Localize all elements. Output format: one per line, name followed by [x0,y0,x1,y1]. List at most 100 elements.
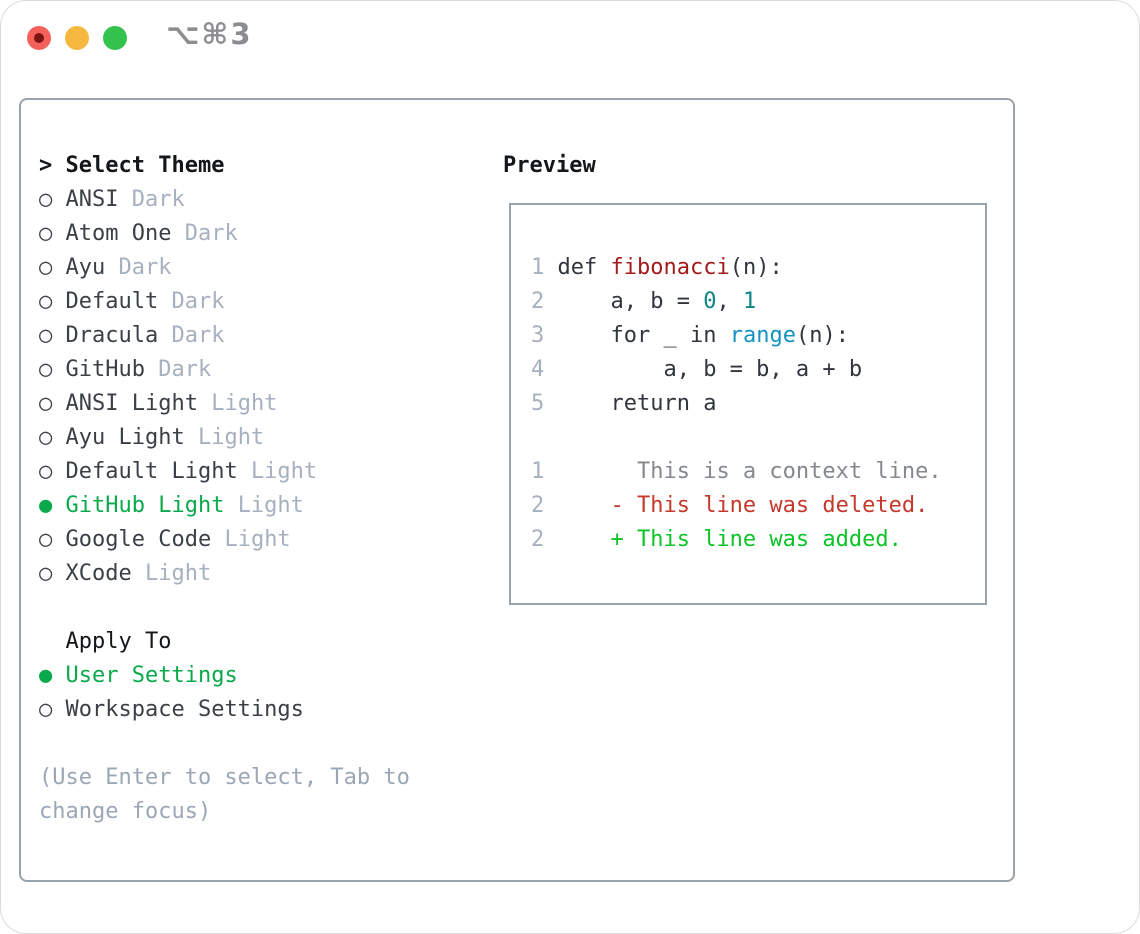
code-token: a, b = [557,289,704,314]
radio-icon: ● [39,493,66,518]
theme-list: ○ ANSI Dark○ Atom One Dark○ Ayu Dark○ De… [39,183,410,591]
apply-to-list: ● User Settings○ Workspace Settings [39,659,410,727]
window-title: ⌥⌘3 [166,17,253,51]
variant-tag: Dark [158,357,212,382]
theme-option[interactable]: ● GitHub Light Light [39,489,410,523]
variant-tag: Light [211,391,278,416]
theme-option[interactable]: ○ Dracula Dark [39,319,410,353]
code-token: (n): [795,323,849,348]
radio-icon: ○ [39,561,66,586]
diff-preview-block: 1 This is a context line.2 - This line w… [531,455,985,557]
radio-icon: ○ [39,357,66,382]
theme-menu-heading: > Select Theme [39,149,410,183]
apply-to-option-label: User Settings [65,663,238,688]
line-number: 5 [531,391,558,416]
radio-icon: ○ [39,697,66,722]
code-token: + This line was added. [557,527,902,552]
radio-icon: ○ [39,289,66,314]
code-token: a, b = b, a + b [557,357,863,382]
radio-icon: ○ [39,255,66,280]
variant-tag: Light [144,561,212,586]
line-number: 2 [531,527,558,552]
apply-to-option[interactable]: ○ Workspace Settings [39,693,410,727]
spacer [531,421,985,455]
hint-line: change focus) [39,799,212,824]
theme-option-label: Ayu Light [65,425,198,450]
variant-tag: Dark [131,187,185,212]
code-token [716,323,729,348]
line-number: 2 [531,289,558,314]
radio-icon: ○ [39,425,66,450]
theme-option[interactable]: ○ ANSI Dark [39,183,410,217]
theme-option[interactable]: ○ XCode Light [39,557,410,591]
code-token: - This line was deleted. [557,493,929,518]
code-token: for [610,323,651,348]
spacer [39,727,410,761]
code-token: , [716,289,743,314]
code-token: fibonacci [610,255,730,280]
apply-to-option-label: Workspace Settings [65,697,304,722]
theme-option-label: XCode [65,561,145,586]
code-token [558,323,611,348]
minimize-button[interactable] [65,26,89,50]
theme-option-label: GitHub [65,357,159,382]
variant-tag: Dark [171,323,225,348]
spacer [39,591,410,625]
variant-tag: Dark [118,255,172,280]
close-button[interactable] [27,26,51,50]
radio-icon: ● [39,663,66,688]
theme-option-label: Atom One [65,221,185,246]
line-number: 2 [531,493,558,518]
code-token: _ [650,323,690,348]
theme-option[interactable]: ○ ANSI Light Light [39,387,410,421]
diff-line: 2 - This line was deleted. [531,489,985,523]
zoom-button[interactable] [103,26,127,50]
diff-line: 2 + This line was added. [531,523,985,557]
left-column: > Select Theme ○ ANSI Dark○ Atom One Dar… [39,149,410,829]
code-token: a [689,391,717,416]
diff-line: 1 This is a context line. [531,455,985,489]
radio-icon: ○ [39,323,66,348]
line-number: 4 [531,357,558,382]
code-token: in [689,323,717,348]
theme-option-label: Google Code [65,527,225,552]
radio-icon: ○ [39,187,66,212]
theme-option[interactable]: ○ Google Code Light [39,523,410,557]
code-token: This is a context line. [557,459,942,484]
theme-menu-heading-label: Select Theme [65,153,225,178]
theme-option-label: Default Light [65,459,251,484]
theme-option[interactable]: ○ Ayu Dark [39,251,410,285]
theme-option[interactable]: ○ GitHub Dark [39,353,410,387]
preview-heading: Preview [503,153,596,178]
code-line: 2 a, b = 0, 1 [531,285,985,319]
code-line: 4 a, b = b, a + b [531,353,985,387]
variant-tag: Dark [171,289,225,314]
variant-tag: Light [224,527,291,552]
theme-option-label: Default [65,289,172,314]
theme-option[interactable]: ○ Default Light Light [39,455,410,489]
heading-caret-icon: > [39,153,66,178]
theme-option-label: GitHub Light [65,493,238,518]
code-token: 0 [703,289,717,314]
radio-icon: ○ [39,391,66,416]
traffic-lights [27,26,127,50]
theme-option-label: ANSI [65,187,132,212]
apply-to-heading: Apply To [65,629,172,654]
radio-icon: ○ [39,221,66,246]
code-token: range [729,323,796,348]
variant-tag: Light [197,425,265,450]
radio-icon: ○ [39,459,66,484]
theme-option[interactable]: ○ Atom One Dark [39,217,410,251]
code-token [558,391,611,416]
code-token: (n): [729,255,783,280]
variant-tag: Light [237,493,304,518]
theme-option[interactable]: ○ Ayu Light Light [39,421,410,455]
theme-option[interactable]: ○ Default Dark [39,285,410,319]
apply-to-option[interactable]: ● User Settings [39,659,410,693]
theme-picker-panel: > Select Theme ○ ANSI Dark○ Atom One Dar… [19,98,1015,882]
code-line: 1 def fibonacci(n): [531,251,985,285]
